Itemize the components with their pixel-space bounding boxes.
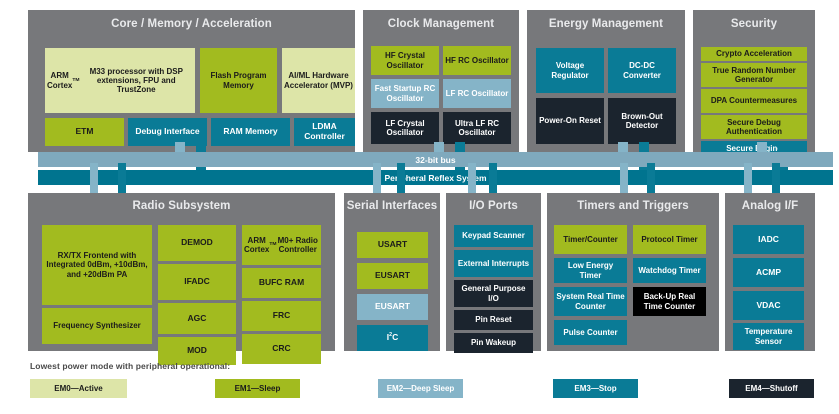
- block-timer-counter: Timer/Counter: [554, 225, 627, 254]
- section-title: Core / Memory / Acceleration: [111, 18, 272, 30]
- section-title: Security: [730, 18, 778, 30]
- bus-peripheral-reflex-system: Peripheral Reflex System: [38, 170, 833, 185]
- bus-connector-stub: [468, 163, 476, 193]
- bus-connector-stub: [175, 142, 185, 154]
- block-ldma-controller: LDMA Controller: [294, 118, 355, 146]
- section-radio-subsystem: Radio Subsystem RX/TX Frontend with Inte…: [28, 193, 335, 365]
- section-title: Analog I/F: [741, 200, 799, 212]
- block-pin-reset: Pin Reset: [454, 310, 533, 330]
- block-frequency-synthesizer: Frequency Synthesizer: [42, 308, 152, 344]
- section-security: Security Crypto Acceleration True Random…: [693, 10, 815, 156]
- bus-connector-stub: [744, 163, 752, 193]
- section-title: Timers and Triggers: [577, 200, 689, 212]
- block-etm: ETM: [45, 118, 124, 146]
- block-iadc: IADC: [733, 225, 804, 254]
- section-energy-management: Energy Management Voltage Regulator DC-D…: [527, 10, 685, 152]
- section-timers-and-triggers: Timers and Triggers Timer/Counter Protoc…: [547, 193, 719, 351]
- block-general-purpose-io: General Purpose I/O: [454, 280, 533, 307]
- legend-item-em1: EM1—Sleep: [215, 379, 300, 398]
- block-low-energy-timer: Low Energy Timer: [554, 258, 627, 283]
- bus-connector-stub: [489, 163, 497, 193]
- block-demod: DEMOD: [158, 225, 236, 261]
- block-crc: CRC: [242, 334, 321, 364]
- block-crypto-acceleration: Crypto Acceleration: [701, 47, 807, 61]
- section-serial-interfaces: Serial Interfaces USART EUSART EUSART I2…: [344, 193, 440, 351]
- bus-connector-stub: [118, 163, 126, 193]
- block-label: I2C: [386, 332, 399, 343]
- block-power-on-reset: Power-On Reset: [536, 98, 604, 144]
- block-pin-wakeup: Pin Wakeup: [454, 333, 533, 353]
- block-ram-memory: RAM Memory: [211, 118, 290, 146]
- legend-item-em2: EM2—Deep Sleep: [378, 379, 463, 398]
- section-clock-management: Clock Management HF Crystal Oscillator H…: [363, 10, 519, 152]
- block-eusart-em2: EUSART: [357, 294, 428, 320]
- section-title: I/O Ports: [469, 200, 518, 212]
- block-brown-out-detector: Brown-Out Detector: [608, 98, 676, 144]
- block-agc: AGC: [158, 303, 236, 334]
- block-dpa-countermeasures: DPA Countermeasures: [701, 89, 807, 113]
- block-external-interrupts: External Interrupts: [454, 250, 533, 277]
- bus-connector-stub: [772, 163, 780, 193]
- legend-item-em0: EM0—Active: [30, 379, 127, 398]
- block-watchdog-timer: Watchdog Timer: [633, 258, 706, 283]
- bus-label: 32-bit bus: [415, 154, 456, 165]
- block-temperature-sensor: Temperature Sensor: [733, 323, 804, 350]
- block-protocol-timer: Protocol Timer: [633, 225, 706, 254]
- block-keypad-scanner: Keypad Scanner: [454, 225, 533, 247]
- section-title: Radio Subsystem: [132, 200, 231, 212]
- block-vdac: VDAC: [733, 291, 804, 320]
- block-voltage-regulator: Voltage Regulator: [536, 48, 604, 93]
- legend-item-em4: EM4—Shutoff: [729, 379, 814, 398]
- block-dc-dc-converter: DC-DC Converter: [608, 48, 676, 93]
- block-aiml-hardware-accelerator: AI/ML Hardware Accelerator (MVP): [282, 48, 355, 113]
- block-flash-program-memory: Flash Program Memory: [200, 48, 277, 113]
- block-eusart-em1: EUSART: [357, 263, 428, 289]
- block-secure-debug-authentication: Secure Debug Authentication: [701, 115, 807, 139]
- block-true-random-number-generator: True Random Number Generator: [701, 63, 807, 87]
- block-frc: FRC: [242, 301, 321, 331]
- block-usart: USART: [357, 232, 428, 258]
- block-hf-crystal-oscillator: HF Crystal Oscillator: [371, 46, 439, 75]
- block-i2c: I2C: [357, 325, 428, 351]
- block-lf-crystal-oscillator: LF Crystal Oscillator: [371, 112, 439, 144]
- section-analog-if: Analog I/F IADC ACMP VDAC Temperature Se…: [725, 193, 815, 351]
- block-mod: MOD: [158, 337, 236, 365]
- bus-connector-stub: [434, 142, 444, 154]
- legend-item-em3: EM3—Stop: [553, 379, 638, 398]
- block-pulse-counter: Pulse Counter: [554, 320, 627, 345]
- block-rx-tx-frontend: RX/TX Frontend with Integrated 0dBm, +10…: [42, 225, 152, 305]
- section-title: Clock Management: [387, 18, 495, 30]
- bus-connector-stub: [757, 142, 767, 154]
- block-bufc-ram: BUFC RAM: [242, 268, 321, 298]
- legend-caption: Lowest power mode with peripheral operat…: [30, 361, 231, 371]
- bus-connector-stub: [618, 142, 628, 154]
- bus-label: Peripheral Reflex System: [384, 172, 487, 183]
- bus-connector-stub: [397, 163, 405, 193]
- block-ultra-lf-rc-oscillator: Ultra LF RC Oscillator: [443, 112, 511, 144]
- block-system-real-time-counter: System Real Time Counter: [554, 287, 627, 316]
- block-lf-rc-oscillator: LF RC Oscillator: [443, 79, 511, 108]
- bus-connector-stub: [620, 163, 628, 193]
- section-title: Serial Interfaces: [346, 200, 438, 212]
- bus-32-bit: 32-bit bus: [38, 152, 833, 167]
- section-title: Energy Management: [548, 18, 664, 30]
- block-hf-rc-oscillator: HF RC Oscillator: [443, 46, 511, 75]
- block-back-up-real-time-counter: Back-Up Real Time Counter: [633, 287, 706, 316]
- block-ifadc: IFADC: [158, 264, 236, 300]
- block-acmp: ACMP: [733, 258, 804, 287]
- block-debug-interface: Debug Interface: [128, 118, 207, 146]
- section-io-ports: I/O Ports Keypad Scanner External Interr…: [446, 193, 541, 353]
- bus-connector-stub: [373, 163, 381, 193]
- bus-connector-stub: [647, 163, 655, 193]
- block-fast-startup-rc-oscillator: Fast Startup RC Oscillator: [371, 79, 439, 108]
- bus-connector-stub: [90, 163, 98, 193]
